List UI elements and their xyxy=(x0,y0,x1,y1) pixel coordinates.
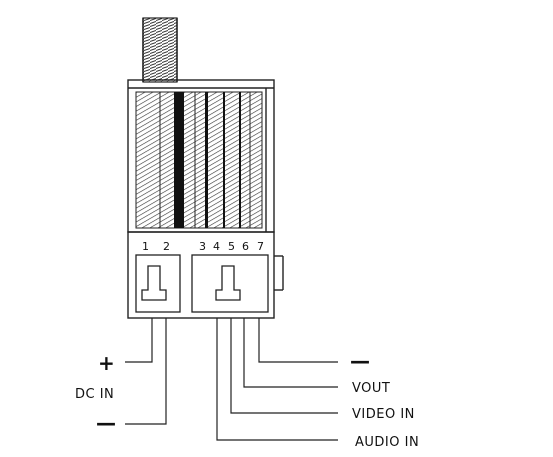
signal-leads xyxy=(216,318,338,441)
vout-label: VOUT xyxy=(352,381,390,396)
pin-2: 2 xyxy=(163,240,170,253)
pin-5: 5 xyxy=(228,240,235,253)
pin-6: 6 xyxy=(242,240,249,253)
dc-minus-label: — xyxy=(96,411,116,435)
video-in-label: VIDEO IN xyxy=(352,407,415,422)
dc-plus-label: + xyxy=(98,351,115,375)
dc-leads xyxy=(125,318,167,425)
signal-socket xyxy=(191,254,269,313)
pin-7: 7 xyxy=(257,240,264,253)
power-socket xyxy=(135,254,181,313)
audio-in-label: AUDIO IN xyxy=(355,435,419,450)
pin-3: 3 xyxy=(199,240,206,253)
pin-1: 1 xyxy=(142,240,149,253)
pin-4: 4 xyxy=(213,240,220,253)
shield-can xyxy=(135,91,263,229)
connector-housing xyxy=(127,231,284,319)
pin-labels: 1 2 3 4 5 6 7 xyxy=(142,240,264,253)
ground-label: — xyxy=(350,349,370,373)
antenna-connector xyxy=(142,17,178,83)
dc-in-label: DC IN xyxy=(75,387,114,402)
